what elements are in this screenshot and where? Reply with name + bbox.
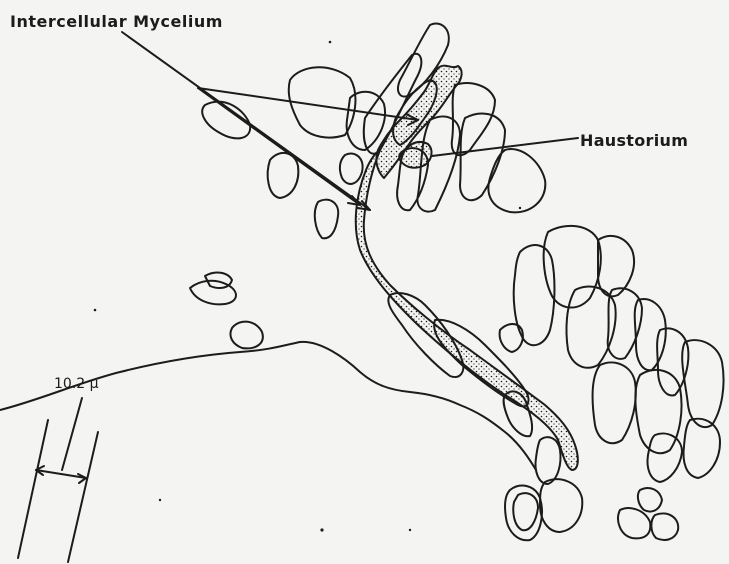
host-cell [598,236,634,296]
host-cell [268,153,299,198]
host-cells-bottom [505,479,582,540]
host-cell [536,437,561,484]
host-cell [513,493,538,530]
host-cell [638,488,662,511]
host-cell [657,328,688,395]
host-cell [635,370,681,453]
scale-leader [62,398,82,470]
host-cell [651,513,678,539]
host-cell [340,154,363,184]
scale-line-left [18,420,48,558]
host-cell [488,149,545,212]
host-cell [593,362,636,443]
host-cell [618,508,650,538]
specks [94,41,522,532]
leader-line [198,88,360,205]
label-scale: 10.2 μ [54,376,99,392]
host-cells-lower-left [0,273,536,470]
label-haustorium: Haustorium [580,131,688,150]
label-intercellular-mycelium: Intercellular Mycelium [10,12,223,31]
scale-bar [18,398,98,562]
arrowhead [78,474,86,483]
host-cell [315,200,338,239]
host-cells-ridge [364,24,546,213]
host-cell [648,434,683,482]
host-cell [230,322,262,349]
hypha-main [356,150,578,470]
host-cell [514,245,555,345]
host-cell [635,299,666,370]
scale-line-right [68,432,98,562]
leader-line [122,32,370,210]
host-cell [540,479,582,532]
host-cells-right [514,226,724,540]
